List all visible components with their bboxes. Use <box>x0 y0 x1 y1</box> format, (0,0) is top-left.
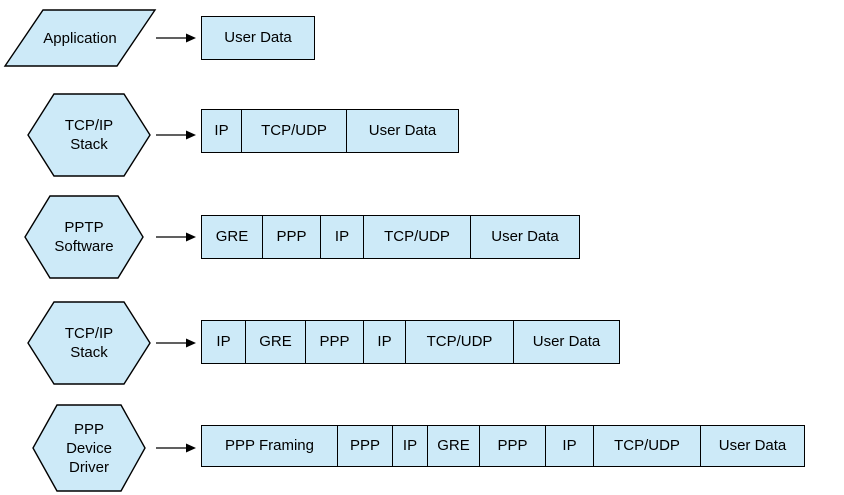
packet-field: User Data <box>701 426 804 466</box>
packet-field: GRE <box>202 216 263 258</box>
packet-field: PPP <box>263 216 321 258</box>
arrow-right-icon <box>156 32 196 44</box>
packet-field: User Data <box>347 110 458 152</box>
packet-field: TCP/UDP <box>242 110 347 152</box>
packet-field: IP <box>393 426 428 466</box>
arrow-right-icon <box>156 129 196 141</box>
packet-field: User Data <box>471 216 579 258</box>
stage-label-ppp-device-driver: PPP Device Driver <box>66 420 112 476</box>
packet-field: IP <box>202 110 242 152</box>
stage-application: Application <box>5 10 155 66</box>
stage-label-application: Application <box>43 29 117 47</box>
packet-field: User Data <box>202 17 314 59</box>
arrow-right-icon <box>156 442 196 454</box>
packet-field: PPP <box>480 426 546 466</box>
packet-field: TCP/UDP <box>364 216 471 258</box>
stage-label-tcpip-stack-1: TCP/IP Stack <box>64 117 114 153</box>
packet-field: IP <box>546 426 594 466</box>
packet-field: TCP/UDP <box>594 426 701 466</box>
packet-application: User Data <box>201 16 315 60</box>
packet-field: PPP <box>306 321 364 363</box>
stage-tcpip-stack-2: TCP/IP Stack <box>28 302 150 384</box>
stage-ppp-device-driver: PPP Device Driver <box>33 405 145 491</box>
packet-field: IP <box>321 216 364 258</box>
stage-tcpip-stack-1: TCP/IP Stack <box>28 94 150 176</box>
arrow-right-icon <box>156 337 196 349</box>
arrow-right-icon <box>156 231 196 243</box>
packet-field: GRE <box>428 426 480 466</box>
packet-field: IP <box>202 321 246 363</box>
stage-label-tcpip-stack-2: TCP/IP Stack <box>64 325 114 361</box>
packet-field: IP <box>364 321 406 363</box>
packet-field: User Data <box>514 321 619 363</box>
packet-field: PPP <box>338 426 393 466</box>
stage-label-pptp-software: PPTP Software <box>54 219 114 255</box>
packet-field: TCP/UDP <box>406 321 514 363</box>
packet-field: PPP Framing <box>202 426 338 466</box>
packet-field: GRE <box>246 321 306 363</box>
stage-pptp-software: PPTP Software <box>25 196 143 278</box>
